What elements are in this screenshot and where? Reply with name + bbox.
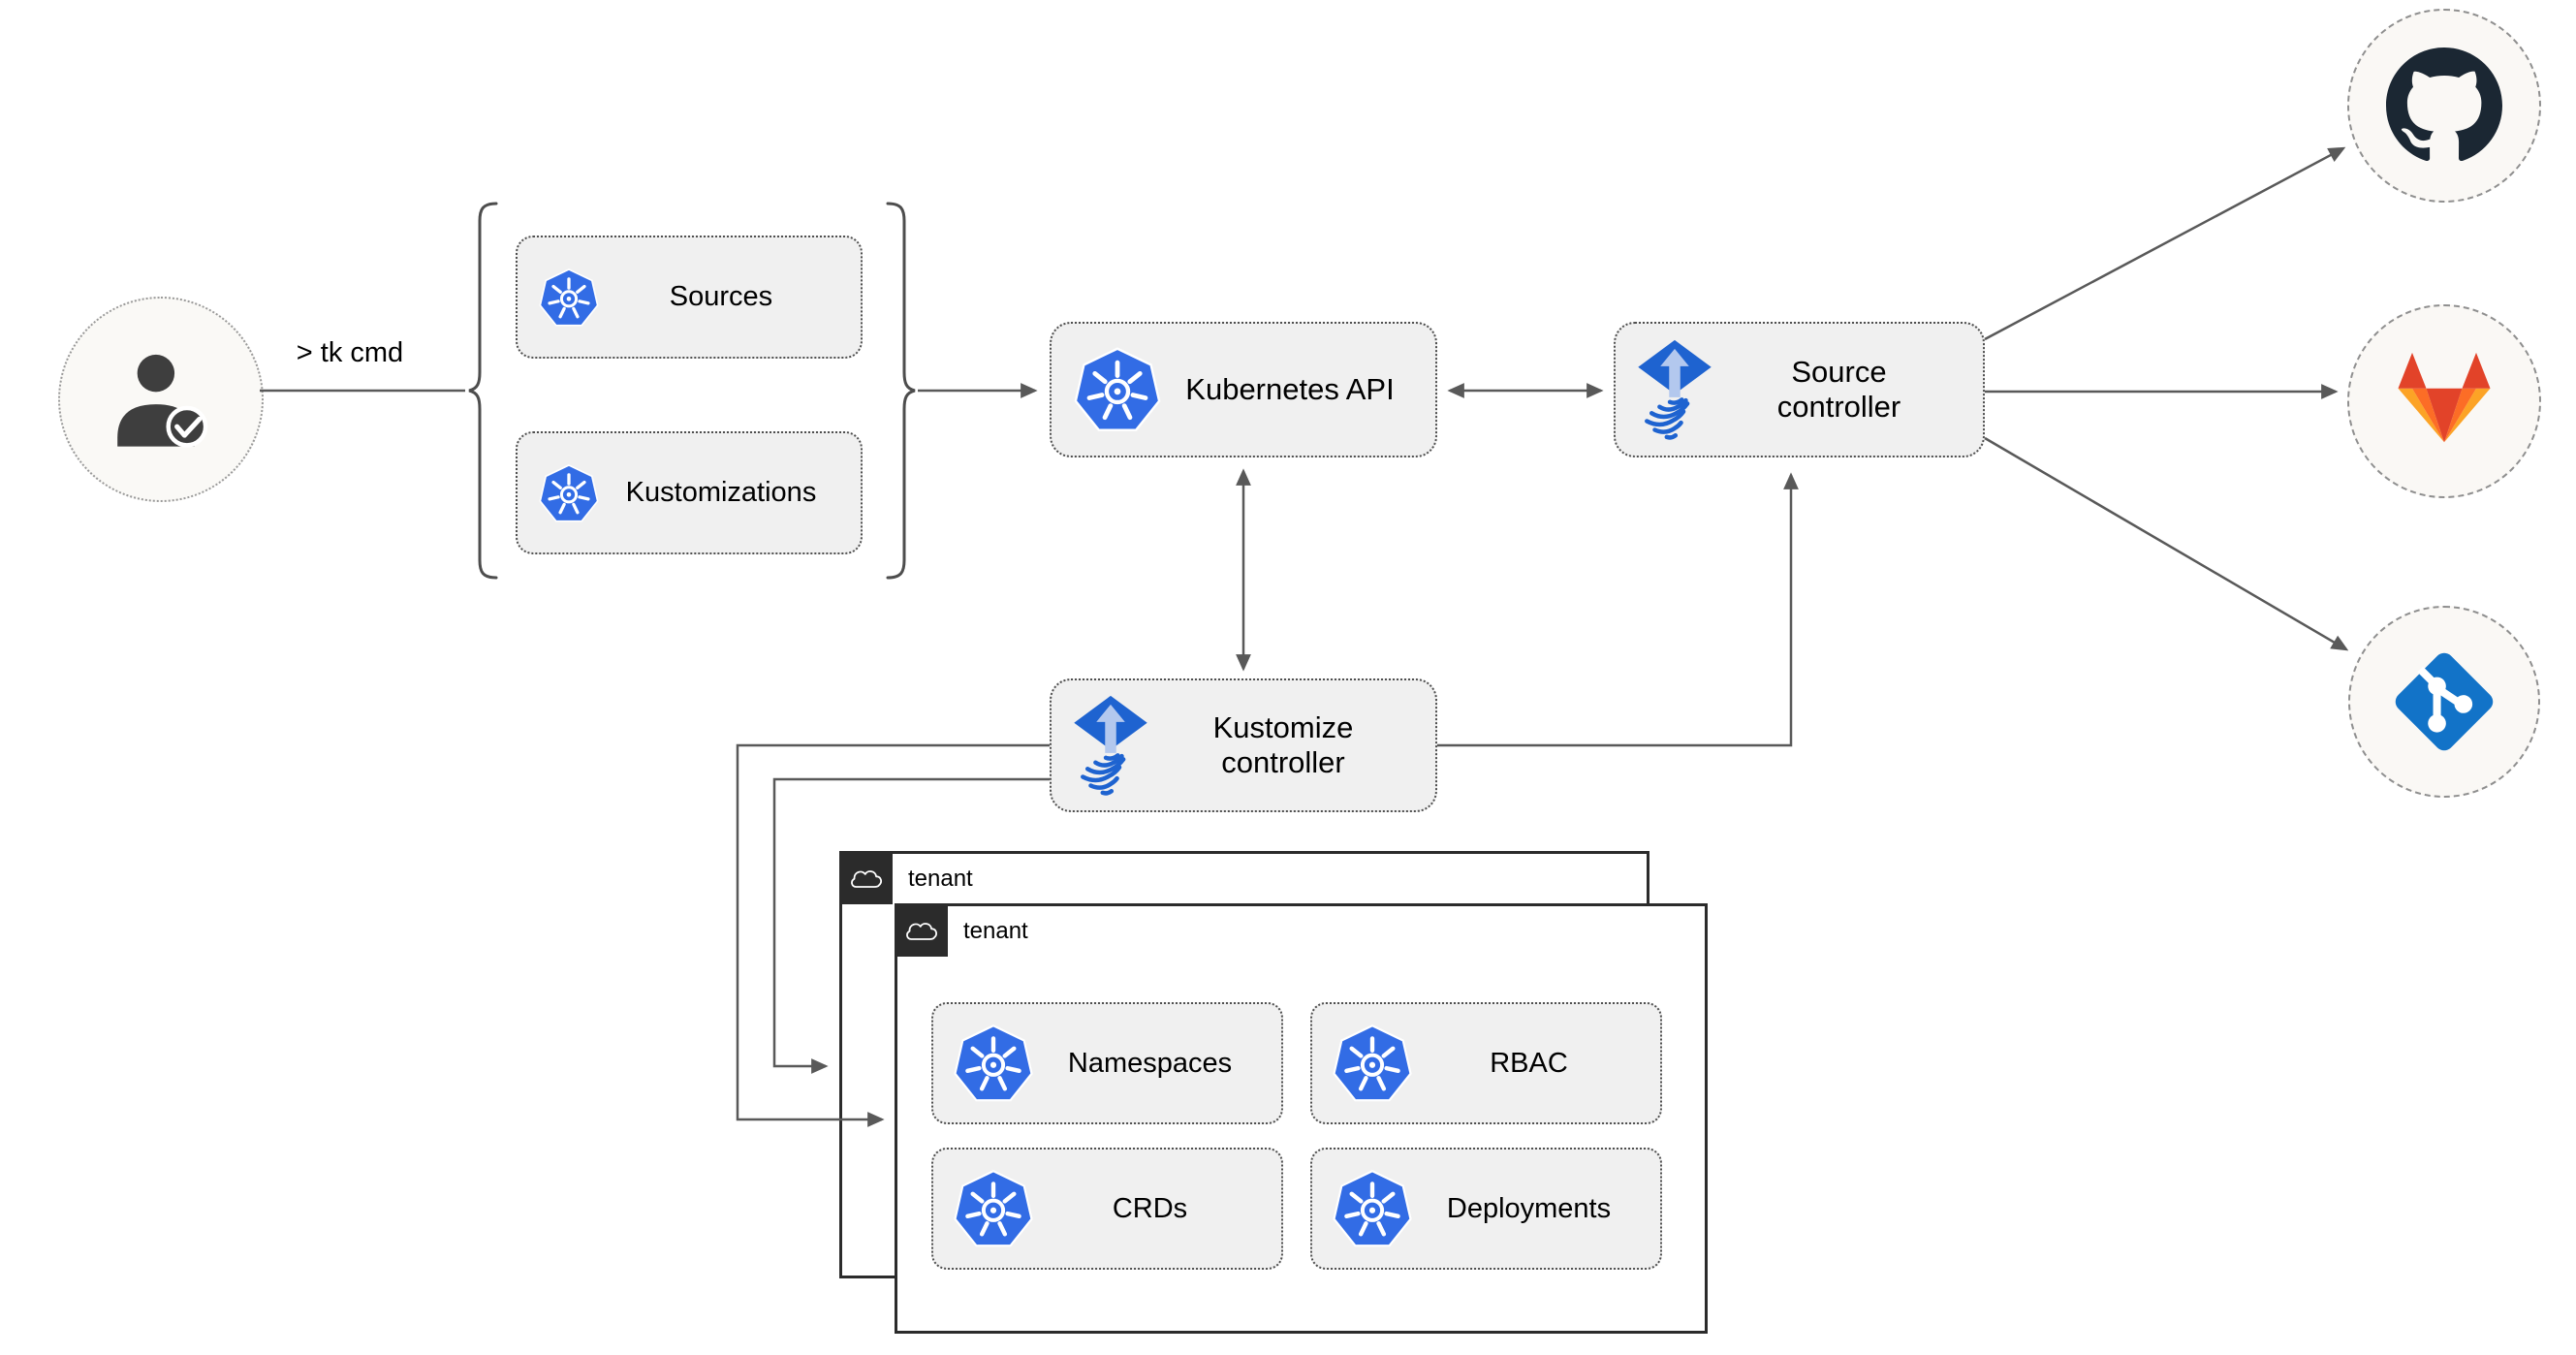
right-brace (886, 202, 916, 580)
git-icon (2384, 642, 2504, 762)
node-kubernetes-api: Kubernetes API (1050, 322, 1437, 457)
node-namespaces: Namespaces (931, 1002, 1283, 1124)
kubernetes-icon (537, 266, 601, 330)
gitlab-icon (2380, 337, 2508, 465)
node-source-controller: Source controller (1614, 322, 1985, 457)
arrow-source-controller-to-github (1984, 146, 2346, 341)
cli-command-label: > tk cmd (296, 337, 404, 368)
node-label: Deployments (1446, 1192, 1612, 1224)
arrow-source-controller-to-git (1984, 436, 2349, 651)
node-label: Kustomizations (625, 476, 817, 508)
cloud-icon (903, 916, 940, 944)
left-brace (468, 202, 498, 580)
arrow-kustomize-to-source-controller (1437, 472, 1799, 747)
node-deployments: Deployments (1310, 1148, 1662, 1270)
tenant-front-label: tenant (963, 918, 1028, 944)
flux-icon (1635, 338, 1714, 442)
cloud-icon (848, 864, 885, 892)
node-label: Kubernetes API (1185, 372, 1395, 407)
node-label: Source controller (1776, 355, 1901, 424)
node-label: Sources (669, 280, 773, 312)
user-avatar (58, 297, 264, 502)
kubernetes-icon (537, 461, 601, 525)
kubernetes-icon (951, 1166, 1036, 1251)
node-label: RBAC (1490, 1047, 1568, 1079)
tenant-front-tab (895, 903, 948, 957)
endpoint-git (2348, 606, 2540, 798)
node-sources: Sources (516, 236, 863, 359)
kubernetes-icon (951, 1021, 1036, 1106)
node-label: Kustomize controller (1212, 710, 1354, 779)
person-check-icon (99, 337, 223, 461)
node-kustomize-controller: Kustomize controller (1050, 678, 1437, 812)
node-kustomizations: Kustomizations (516, 431, 863, 554)
tenant-group-front: tenant Namespaces RBAC CRDs Deployments (895, 903, 1708, 1334)
flux-icon (1071, 694, 1150, 798)
kubernetes-icon (1330, 1166, 1415, 1251)
kubernetes-icon (1330, 1021, 1415, 1106)
node-label: CRDs (1112, 1192, 1188, 1224)
endpoint-github (2347, 9, 2541, 203)
node-rbac: RBAC (1310, 1002, 1662, 1124)
tenant-back-tab (839, 851, 893, 904)
kubernetes-icon (1071, 343, 1164, 436)
endpoint-gitlab (2347, 304, 2541, 498)
github-icon (2386, 47, 2502, 164)
node-crds: CRDs (931, 1148, 1283, 1270)
node-label: Namespaces (1067, 1047, 1233, 1079)
tenant-back-label: tenant (908, 866, 973, 892)
